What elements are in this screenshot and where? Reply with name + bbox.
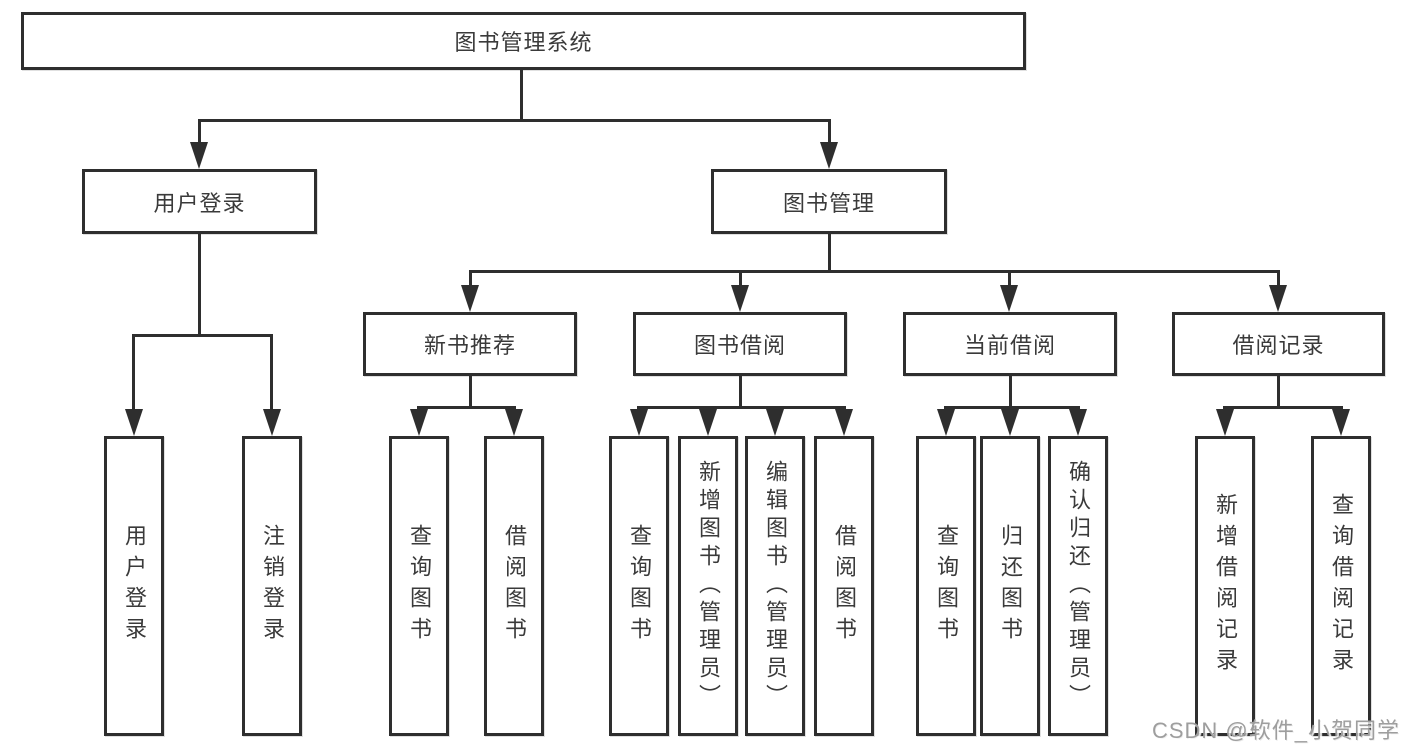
leaf-edit-books-admin: 编辑图书（管理员） <box>745 436 805 736</box>
csdn-watermark: CSDN @软件_小贺同学 <box>1151 718 1400 743</box>
connector-level3-stem <box>739 272 742 287</box>
leaf-logout: 注销登录 <box>242 436 302 736</box>
node-label: 图书管理 <box>782 190 875 216</box>
leaf-query-borrow-record: 查询借阅记录 <box>1311 436 1371 736</box>
node-label: 借阅记录 <box>1232 333 1325 358</box>
leaf-borrow-books: 借阅图书 <box>484 436 544 736</box>
node-label: 图书借阅 <box>693 333 786 358</box>
arrowhead-to-book-borrow <box>731 285 749 312</box>
arrowhead-to-leaf <box>1332 409 1350 436</box>
node-book-management: 图书管理 <box>711 169 947 234</box>
connector-level3-stem <box>1277 272 1280 287</box>
leaf-confirm-return-admin: 确认归还（管理员） <box>1048 436 1108 736</box>
leaf-label: 新增借阅记录 <box>1213 493 1238 679</box>
connector-login-children-horizontal <box>132 334 273 337</box>
arrowhead-to-user-login <box>190 142 208 169</box>
leaf-label: 归还图书 <box>998 524 1023 648</box>
node-borrowing-records: 借阅记录 <box>1172 312 1385 376</box>
connector-group3-stem <box>1009 376 1012 408</box>
connector-group4-stem <box>1277 376 1280 408</box>
node-library-management-system: 图书管理系统 <box>21 12 1026 70</box>
connector-group3-horizontal <box>944 406 1080 409</box>
connector-root-stem <box>520 70 523 122</box>
arrowhead-to-leaf <box>505 409 523 436</box>
arrowhead-to-leaf <box>125 409 143 436</box>
node-user-login: 用户登录 <box>82 169 317 234</box>
leaf-label: 查询图书 <box>407 524 432 648</box>
connector-login-down-stem <box>198 234 201 336</box>
leaf-borrow-books: 借阅图书 <box>814 436 874 736</box>
connector-group2-horizontal <box>637 406 846 409</box>
node-label: 用户登录 <box>153 190 246 216</box>
leaf-label: 注销登录 <box>260 524 285 648</box>
leaf-query-books: 查询图书 <box>916 436 976 736</box>
arrowhead-to-borrow-records <box>1269 285 1287 312</box>
arrowhead-to-leaf <box>937 409 955 436</box>
leaf-return-books: 归还图书 <box>980 436 1040 736</box>
node-book-borrowing: 图书借阅 <box>633 312 847 376</box>
leaf-label: 编辑图书（管理员） <box>763 460 788 712</box>
arrowhead-to-leaf <box>630 409 648 436</box>
node-label: 当前借阅 <box>963 333 1056 358</box>
node-label: 新书推荐 <box>423 333 516 358</box>
connector-group1-stem <box>469 376 472 408</box>
leaf-label: 确认归还（管理员） <box>1066 460 1091 712</box>
arrowhead-to-leaf <box>835 409 853 436</box>
arrowhead-to-leaf <box>1069 409 1087 436</box>
leaf-label: 借阅图书 <box>832 524 857 648</box>
leaf-label: 查询图书 <box>934 524 959 648</box>
connector-mgmt-down-stem <box>828 234 831 272</box>
arrowhead-to-book-mgmt <box>820 142 838 169</box>
connector-group1-horizontal <box>417 406 516 409</box>
connector-user-login-stem <box>198 121 201 145</box>
arrowhead-to-leaf <box>1216 409 1234 436</box>
arrowhead-to-leaf <box>1001 409 1019 436</box>
node-label: 图书管理系统 <box>454 30 593 55</box>
leaf-add-borrow-record: 新增借阅记录 <box>1195 436 1255 736</box>
leaf-add-books-admin: 新增图书（管理员） <box>678 436 738 736</box>
leaf-label: 借阅图书 <box>502 524 527 648</box>
connector-group4-horizontal <box>1223 406 1343 409</box>
arrowhead-to-leaf <box>699 409 717 436</box>
leaf-label: 查询图书 <box>627 524 652 648</box>
arrowhead-to-leaf <box>766 409 784 436</box>
connector-level3-horizontal <box>469 270 1280 273</box>
connector-leaf-stem <box>132 336 135 412</box>
connector-level3-stem <box>1008 272 1011 287</box>
node-new-book-recommend: 新书推荐 <box>363 312 577 376</box>
leaf-query-books: 查询图书 <box>609 436 669 736</box>
connector-group2-stem <box>739 376 742 408</box>
connector-level2-horizontal <box>198 119 831 122</box>
arrowhead-to-new-books <box>461 285 479 312</box>
leaf-user-login: 用户登录 <box>104 436 164 736</box>
connector-leaf-stem <box>270 336 273 412</box>
leaf-label: 用户登录 <box>122 524 147 648</box>
connector-level3-stem <box>469 272 472 287</box>
arrowhead-to-current-borrow <box>1000 285 1018 312</box>
arrowhead-to-leaf <box>263 409 281 436</box>
leaf-label: 查询借阅记录 <box>1329 493 1354 679</box>
leaf-query-books: 查询图书 <box>389 436 449 736</box>
connector-book-mgmt-stem <box>828 121 831 145</box>
arrowhead-to-leaf <box>410 409 428 436</box>
leaf-label: 新增图书（管理员） <box>696 460 721 712</box>
node-current-borrowing: 当前借阅 <box>903 312 1117 376</box>
